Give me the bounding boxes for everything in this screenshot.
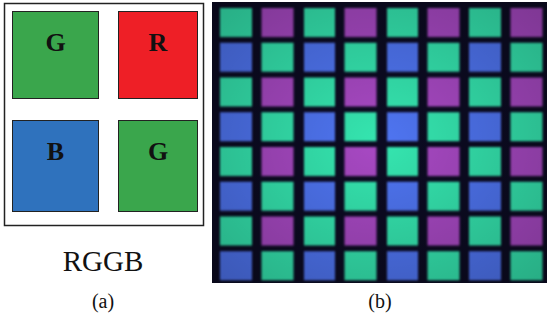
outer-frame [5,4,204,226]
pattern-name: RGGB [63,247,144,276]
color-filter-cell: R [118,11,198,99]
filter-letter: G [13,30,98,56]
filter-letter: G [119,139,197,165]
color-filter-cell: G [118,120,198,212]
photo-background [212,2,547,283]
panel-label: (b) [368,291,391,311]
filter-letter: B [13,139,98,165]
photo-shading [212,2,547,283]
color-filter-cell: B [12,120,99,212]
color-filter-cell: G [12,11,99,99]
panel-label: (a) [92,291,114,311]
filter-letter: R [119,30,197,56]
